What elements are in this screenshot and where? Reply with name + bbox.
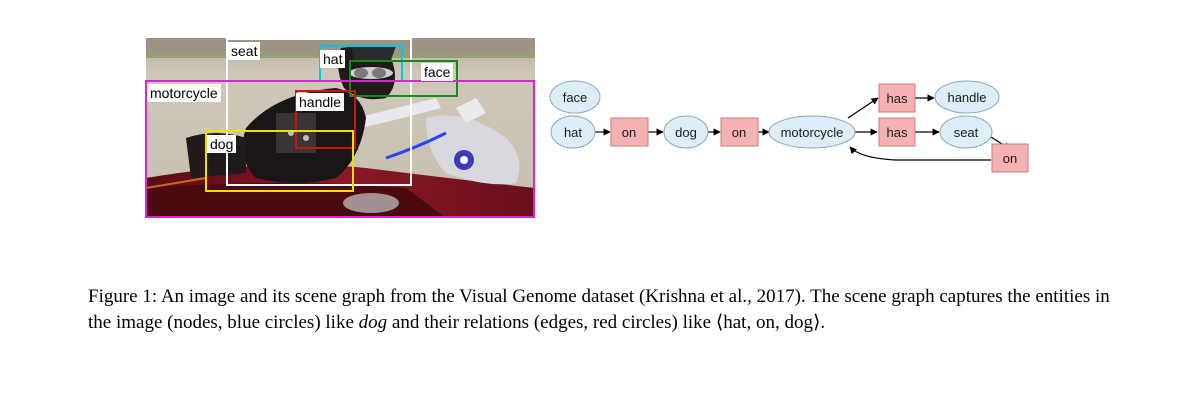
label-seat: seat (228, 42, 261, 60)
caption-end: . (820, 312, 826, 333)
svg-text:on: on (1003, 151, 1017, 166)
bbox-seat (226, 38, 412, 186)
caption-tuple: ⟨hat, on, dog⟩ (715, 312, 821, 333)
svg-text:has: has (887, 91, 908, 106)
label-face: face (421, 63, 454, 81)
node-relation-on-1: on (610, 117, 649, 147)
node-motorcycle: motorcycle (768, 115, 856, 149)
edge-motorcycle-has1 (847, 97, 879, 119)
node-relation-has-2: has (878, 117, 916, 147)
caption-middle: and their relations (edges, red circles)… (387, 312, 716, 333)
node-handle: handle (934, 80, 1000, 114)
node-face: face (549, 80, 601, 114)
svg-text:handle: handle (947, 90, 986, 105)
node-dog: dog (663, 115, 709, 149)
node-relation-has-1: has (878, 83, 916, 113)
node-seat: seat (939, 115, 993, 149)
bbox-motorcycle (145, 80, 535, 218)
figure: seat hat face motorcycle handle dog face… (145, 38, 1029, 218)
svg-text:dog: dog (675, 125, 697, 140)
svg-text:on: on (732, 125, 746, 140)
figure-caption: Figure 1: An image and its scene graph f… (88, 284, 1118, 336)
scene-graph: face hat on dog on motorcycle has has (549, 80, 1029, 173)
svg-text:hat: hat (564, 125, 582, 140)
svg-text:seat: seat (954, 125, 979, 140)
node-relation-on-2: on (720, 117, 759, 147)
label-handle: handle (296, 93, 345, 111)
caption-em-dog: dog (358, 312, 388, 333)
svg-text:on: on (622, 125, 636, 140)
svg-text:has: has (887, 125, 908, 140)
svg-text:face: face (563, 90, 588, 105)
bbox-face (349, 60, 458, 97)
label-dog: dog (207, 135, 237, 153)
label-hat: hat (320, 50, 346, 68)
edge-on-motorcycle-back (849, 146, 991, 161)
node-hat: hat (550, 115, 596, 149)
caption-text: Figure 1: An image and its scene graph f… (88, 286, 1110, 333)
node-relation-on-3: on (991, 143, 1029, 173)
label-motorcycle: motorcycle (147, 84, 221, 102)
svg-text:motorcycle: motorcycle (781, 125, 844, 140)
bbox-handle (295, 90, 356, 149)
bbox-dog (205, 130, 354, 192)
